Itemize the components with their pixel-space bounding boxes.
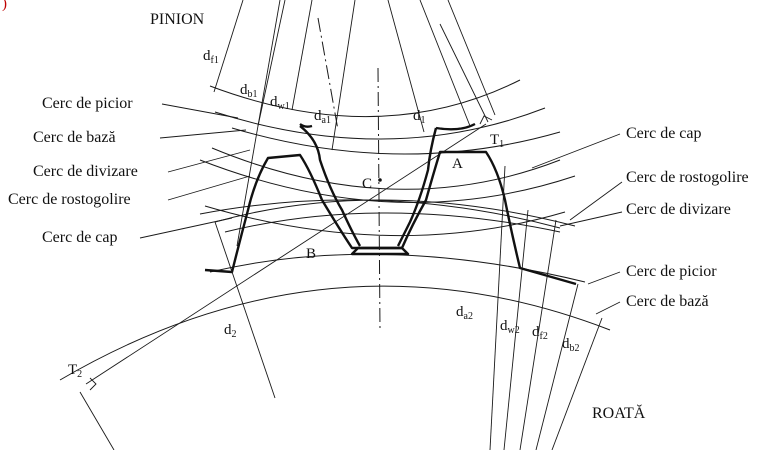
left-label-root-circle: Cerc de picior [42, 95, 133, 112]
dim-df1: df1 [203, 48, 219, 66]
line-of-action [79, 23, 493, 450]
t2-radius [79, 391, 115, 450]
pinion-tip-circle [204, 205, 566, 237]
t1-radius [439, 23, 489, 123]
left-label-rolling-circle: Cerc de rostogolire [8, 191, 131, 208]
label-leaders [139, 103, 623, 315]
dim-d1: d1 [413, 108, 426, 126]
t2-right-angle [89, 377, 97, 391]
right-label-root-circle: Cerc de picior [626, 263, 717, 280]
pinion-centerline-left [317, 17, 339, 131]
wheel-title: ROATĂ [592, 403, 646, 422]
top-left-fragment: ) [2, 0, 7, 12]
tooth-profiles [204, 122, 577, 286]
left-label-reference-circle: Cerc de divizare [33, 163, 138, 180]
right-label-tip-circle: Cerc de cap [626, 125, 702, 142]
dim-df2: df2 [532, 324, 548, 342]
dim-dw2: dw2 [500, 318, 520, 336]
dim-da1: da1 [314, 108, 331, 126]
wheel-base-circle [59, 285, 611, 381]
wheel-dimension-lines [214, 165, 603, 450]
point-t2: T2 [68, 362, 82, 380]
pinion-tip-land [350, 246, 410, 256]
pinion-reference-circle [211, 147, 561, 190]
right-label-base-circle: Cerc de bază [626, 293, 709, 310]
left-label-tip-circle: Cerc de cap [42, 229, 118, 246]
dim-d2: d2 [224, 322, 237, 340]
wheel-reference-circle [224, 212, 561, 233]
t1-right-angle [479, 115, 493, 125]
point-t1: T1 [490, 132, 504, 150]
point-b: B [306, 246, 316, 262]
point-c: C [362, 176, 372, 192]
center-axis [377, 67, 381, 331]
pinion-base-circle [214, 107, 546, 140]
pinion-tooth-right [396, 127, 438, 247]
pinion-root-land-left [299, 123, 313, 128]
dim-da2: da2 [456, 304, 473, 322]
pinion-rolling-circle [199, 159, 576, 203]
wheel-rolling-circle [214, 199, 576, 227]
pinion-circles [199, 79, 576, 237]
dim-dw1: dw1 [270, 94, 290, 112]
pinion-tooth [299, 125, 362, 247]
line-of-action-main [85, 123, 487, 385]
wheel-circles [59, 199, 611, 381]
point-c-mark [378, 178, 382, 182]
pinion-base-circle-2 [231, 127, 561, 155]
pinion-dimension-lines [213, 0, 496, 247]
pinion-root-circle [209, 79, 521, 118]
dim-db1: db1 [240, 82, 258, 100]
pinion-title: PINION [150, 11, 205, 28]
point-a: A [452, 156, 463, 172]
pinion-root-land-right [435, 122, 476, 131]
left-label-base-circle: Cerc de bază [33, 129, 116, 146]
right-label-rolling-circle: Cerc de rostogolire [626, 169, 749, 186]
dim-db2: db2 [562, 336, 580, 354]
right-label-reference-circle: Cerc de divizare [626, 201, 731, 218]
wheel-root-circle [209, 253, 586, 283]
